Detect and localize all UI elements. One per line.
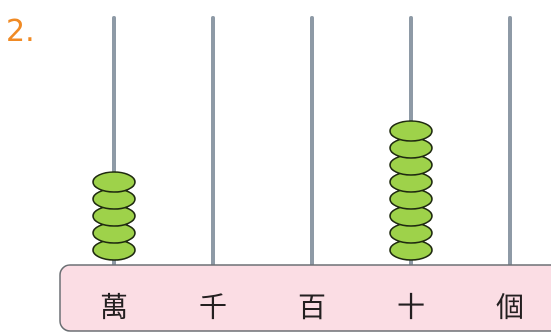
question-number: 2. (6, 14, 35, 49)
labels-layer: 萬千百十個 (100, 291, 524, 324)
place-value-label: 千 (199, 291, 227, 324)
beads-layer (92, 120, 433, 261)
place-value-label: 百 (298, 291, 326, 324)
place-value-label: 十 (397, 291, 425, 324)
abacus-bead (389, 120, 433, 142)
abacus-base (59, 264, 551, 332)
place-value-label: 萬 (100, 291, 128, 324)
abacus-bead (92, 171, 136, 193)
rods-layer (112, 16, 512, 270)
place-value-label: 個 (496, 291, 524, 324)
